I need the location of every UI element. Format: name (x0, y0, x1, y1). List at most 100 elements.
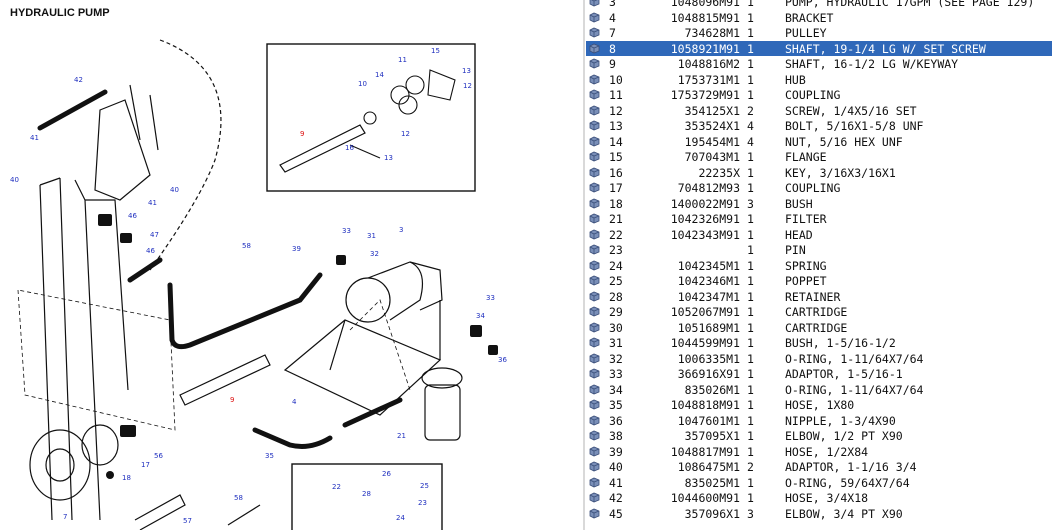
callout: 17 (141, 461, 150, 469)
part-number: 1400022M91 (670, 196, 740, 211)
part-quantity: 1 (747, 88, 754, 102)
part-item-icon (589, 275, 600, 286)
callout: 11 (398, 56, 407, 64)
callout: 32 (370, 250, 379, 258)
part-ref-number: 14 (609, 134, 623, 149)
part-description: PIN (785, 243, 806, 257)
part-ref-number: 28 (609, 289, 623, 304)
part-quantity: 1 (747, 212, 754, 226)
part-number: 1047601M1 (677, 413, 740, 428)
part-quantity: 1 (747, 165, 754, 180)
part-number: 353524X1 (684, 119, 740, 133)
pane-divider[interactable] (583, 0, 585, 530)
part-ref-number: 31 (609, 336, 623, 350)
part-description: SHAFT, 19-1/4 LG W/ SET SCREW (785, 41, 986, 56)
part-ref-number: 4 (609, 10, 616, 25)
part-ref-number: 15 (609, 150, 623, 164)
part-quantity: 1 (747, 10, 754, 25)
part-number: 1051689M1 (677, 320, 740, 335)
part-description: PUMP, HYDRAULIC 17GPM (SEE PAGE 129) (785, 0, 1035, 9)
callout: 33 (486, 294, 495, 302)
part-item-icon (589, 430, 600, 441)
part-description: ADAPTOR, 1-5/16-1 (785, 367, 903, 381)
callout: 9 (230, 396, 234, 404)
callout: 41 (148, 199, 157, 207)
part-number: 357096X1 (684, 506, 740, 521)
part-description: SHAFT, 16-1/2 LG W/KEYWAY (785, 57, 959, 71)
part-description: NIPPLE, 1-3/4X90 (785, 413, 896, 428)
part-quantity: 3 (747, 506, 754, 521)
callout: 46 (128, 212, 137, 220)
part-description: CARTRIDGE (785, 320, 848, 335)
part-ref-number: 24 (609, 258, 623, 273)
part-quantity: 1 (747, 475, 754, 490)
part-quantity: 2 (747, 460, 754, 474)
part-quantity: 1 (747, 305, 754, 319)
part-item-icon (589, 260, 600, 270)
part-item-icon (589, 198, 600, 208)
part-item-icon (589, 399, 600, 410)
callout: 26 (382, 470, 391, 478)
part-ref-number: 3 (609, 0, 616, 9)
part-item-icon (589, 89, 600, 100)
part-item-icon (589, 306, 600, 317)
part-ref-number: 23 (609, 243, 623, 257)
part-description: BOLT, 5/16X1-5/8 UNF (785, 119, 924, 133)
part-description: POPPET (785, 274, 827, 288)
callout: 24 (396, 514, 405, 522)
part-quantity: 4 (747, 134, 754, 149)
part-ref-number: 16 (609, 165, 623, 180)
callout: 56 (154, 452, 163, 460)
part-ref-number: 11 (609, 88, 623, 102)
callout: 41 (30, 134, 39, 142)
callout: 57 (183, 517, 192, 525)
part-quantity: 1 (747, 181, 754, 195)
callout: 34 (476, 312, 485, 320)
part-number: 1048096M91 (670, 0, 740, 9)
part-quantity: 1 (747, 320, 754, 335)
callout: 10 (358, 80, 367, 88)
part-number: 1048816M2 (677, 57, 740, 71)
part-description: KEY, 3/16X3/16X1 (785, 165, 896, 180)
callout: 40 (10, 176, 19, 184)
part-number: 1048818M91 (670, 398, 740, 412)
part-number: 1044599M91 (670, 336, 740, 350)
part-number: 1042347M1 (677, 289, 740, 304)
part-number: 1753731M1 (677, 72, 740, 87)
part-ref-number: 32 (609, 351, 623, 366)
